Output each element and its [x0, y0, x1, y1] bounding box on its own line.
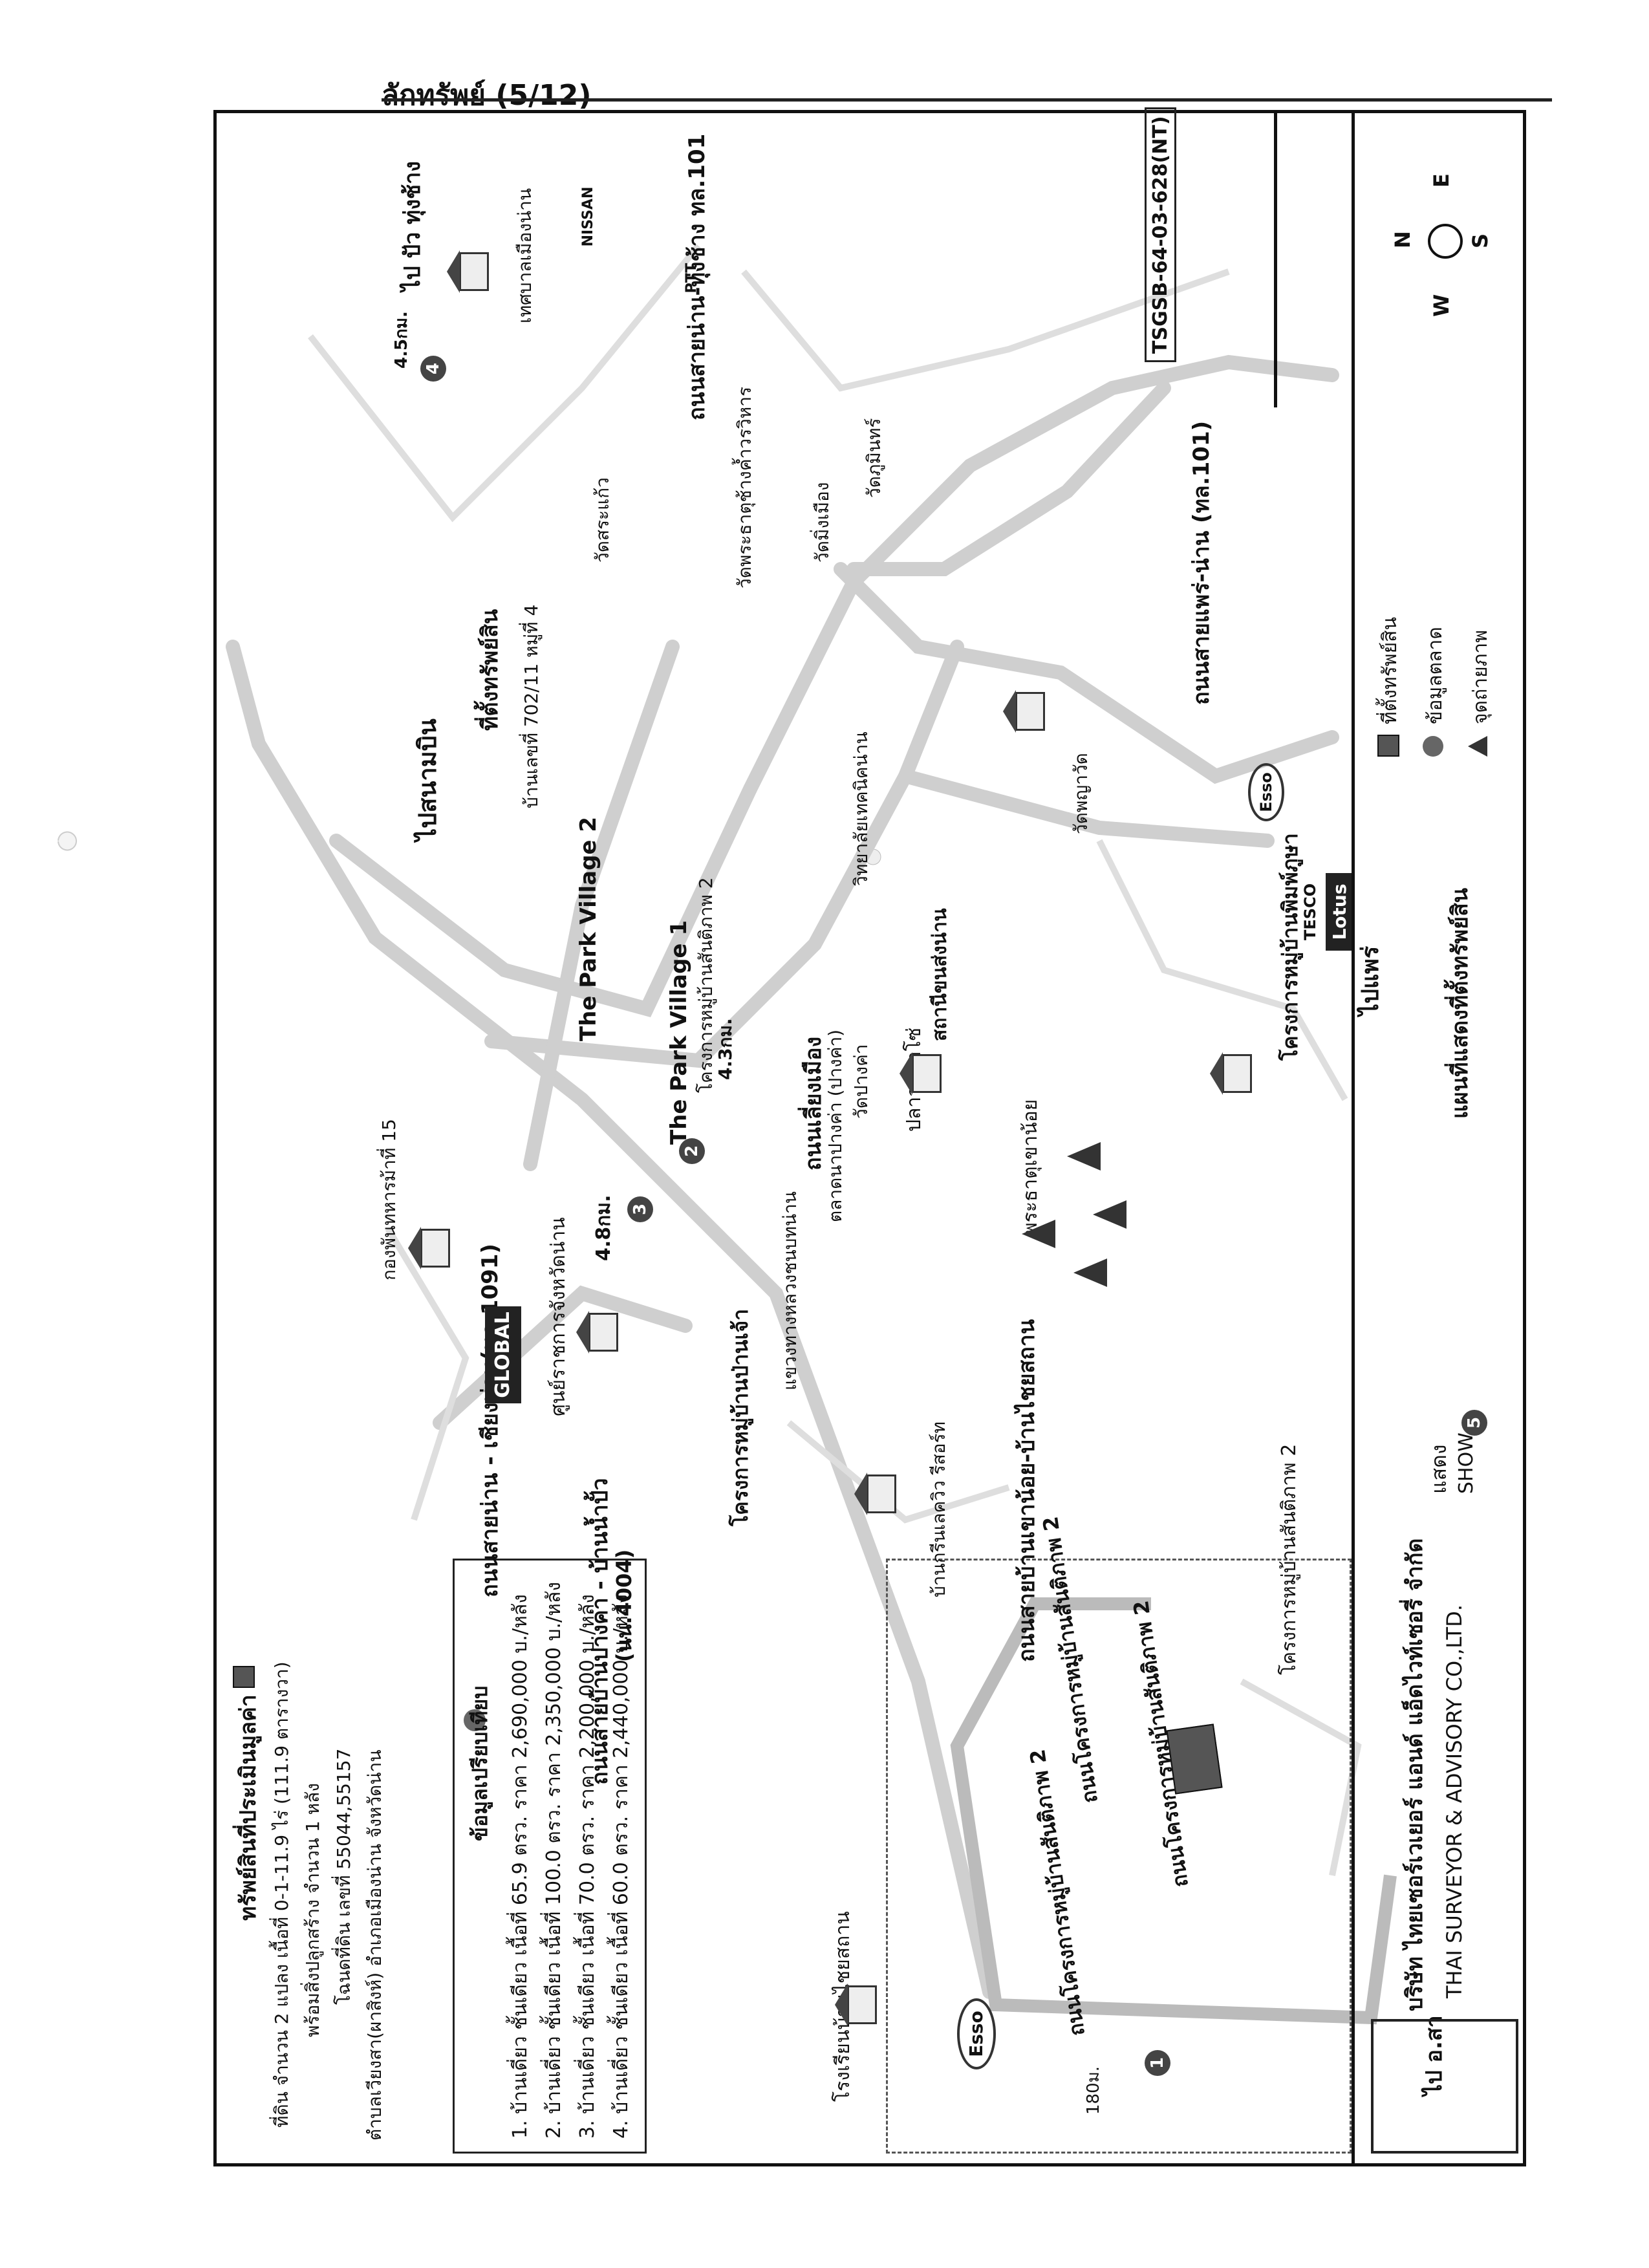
wat-prathat-label: พระธาตุเขาน้อย [1019, 1099, 1042, 1235]
gov-center-label: ศูนย์ราชการจังหวัดน่าน [547, 1217, 570, 1416]
subject-legend: ทรัพย์สินที่ประเมินมูลค่า ที่ดิน จำนวน 2… [226, 1661, 472, 2154]
tree-icon [1093, 1200, 1126, 1229]
subject-line-1: ที่ดิน จำนวน 2 แปลง เนื้อที่ 0-1-11.9 ไร… [271, 1661, 292, 2128]
road-code-label: (นน.4004) [612, 1549, 636, 1662]
station-label: สถานีขนส่งน่าน [929, 908, 951, 1041]
header-rule [382, 98, 1552, 102]
nissan-logo: NISSAN [580, 186, 596, 247]
chiangmuan-road-label: ถนนสายน่าน - เชียงม่วน(ทล 1091) [477, 1244, 503, 1597]
compass-n: N [1390, 231, 1415, 248]
doc-code: TSGSB-64-03-628(NT) [1145, 107, 1176, 362]
compass-e: E [1429, 173, 1454, 188]
show-label-en: SHOW [1455, 1432, 1478, 1494]
inset-project-label: โครงการหมู่บ้านสันติภาพ 2 [1278, 1443, 1300, 1675]
tree-icon [1067, 1142, 1101, 1171]
site-legend-icon [1377, 735, 1399, 757]
talad-label: ตลาดนาปางค่า (ปางค่า) [824, 1029, 846, 1222]
subject-plot [1166, 1723, 1223, 1795]
esso-logo: Esso [957, 1998, 996, 2069]
subject-line-2: พร้อมสิ่งปลูกสร้าง จำนวน 1 หลัง [302, 1783, 323, 2037]
legend-photo: จุดถ่ายภาพ [1469, 629, 1492, 724]
compass-rose-icon [1428, 224, 1463, 259]
comparison-row-1: 1. บ้านเดี่ยว ชั้นเดียว เนื้อที่ 65.9 ตร… [509, 1594, 532, 2139]
resort-building-icon [867, 1474, 896, 1513]
map-title: แผนที่แสดงที่ตั้งทรัพย์สิน [1447, 888, 1473, 1119]
lotus-logo: Lotus [1326, 873, 1354, 951]
company-logo [1371, 2019, 1518, 2154]
resort-label: บ้านกรีนเลควิว รีสอร์ท [928, 1421, 949, 1597]
khao-noi-road-label: ถนนสายบ้านเขาน้อย-บ้านไชยสถาน [1014, 1319, 1040, 1662]
subject-line-4: ตำบลเวียงสา(ผาสิงห์) อำเภอเมืองน่าน จังห… [364, 1749, 385, 2141]
wat-ming-label: วัดมิ่งเมือง [812, 482, 833, 563]
panel-divider [1352, 110, 1355, 2166]
esso-logo-2: Esso [1248, 763, 1284, 821]
show-label-th: แสดง [1427, 1444, 1451, 1494]
wat-phumin-label: วัดภูมินทร์ [863, 418, 885, 498]
page-header-title: ลักทรัพย์ (5/12) [382, 79, 592, 112]
compass: N E S W [1390, 149, 1494, 330]
highway-dept-label: แขวงทางหลวงชนบทน่าน [779, 1191, 801, 1390]
college-label: วิทยาลัยเทคนิคน่าน [850, 731, 872, 886]
gov-building-icon [588, 1313, 618, 1352]
inset-distance: 180ม. [1084, 2066, 1103, 2115]
subject-site-label: ที่ตั้งทรัพย์สิน [477, 609, 503, 731]
ptt-logo: PTT [684, 263, 700, 294]
college-building-icon [1015, 692, 1045, 731]
to-pua-label: ไป ปัว ทุ่งช้าง [400, 161, 426, 291]
marker-5: 5 [1461, 1410, 1487, 1436]
municipal-label: เทศบาลเมืองน่าน [514, 188, 535, 323]
subject-address: บ้านเลขที่ 702/11 หมู่ที่ 4 [521, 604, 542, 808]
marker-4: 4 [420, 356, 446, 382]
park-village-1-label: The Park Village 1 [666, 920, 692, 1145]
park-village-2-label: The Park Village 2 [576, 817, 601, 1041]
to-airport-label: ไปสนามบิน [413, 718, 442, 841]
panel-divider-2 [1274, 110, 1277, 407]
subject-line-3: โฉนดที่ดิน เลขที่ 55044,55157 [333, 1748, 354, 2005]
to-phrae-label: ไปแพร่ [1357, 945, 1384, 1015]
military-label: กองพันทหารม้าที่ 15 [378, 1119, 400, 1280]
military-building-icon [420, 1229, 450, 1268]
marker-3: 3 [627, 1196, 653, 1222]
company-name-en: THAI SURVEYOR & ADVISORY CO.,LTD. [1442, 1604, 1467, 1998]
distance-4-8: 4.8กม. [592, 1194, 615, 1261]
wat-sa-label: วัดสระแก้ว [592, 477, 613, 563]
wat-pangkha-label: วัดปางค่า [850, 1044, 872, 1119]
pangkha-project-label: โครงการหมู่บ้านป่านเจ้า [728, 1308, 753, 1526]
subject-heading: ทรัพย์สินที่ประเมินมูลค่า [235, 1694, 261, 1921]
phrae-nan-road-label: ถนนสายแพร่-น่าน (ทล.101) [1189, 420, 1214, 705]
compass-w: W [1429, 294, 1454, 317]
legend-site: ที่ตั้งทรัพย์สิน [1379, 617, 1401, 724]
tree-icon [1022, 1220, 1055, 1248]
school-building-icon [847, 1985, 877, 2024]
legend-market: ข้อมูลตลาด [1424, 627, 1447, 724]
wat-phaya-label: วัดพญาวัด [1070, 753, 1092, 834]
distance-4-5: 4.5กม. [392, 311, 411, 369]
tree-icon [1073, 1258, 1107, 1287]
tesco-logo: TESCO [1301, 883, 1319, 941]
wat-chang-kham-label: วัดพระธาตุช้างค้ำวรวิหาร [734, 387, 755, 589]
compass-s: S [1468, 233, 1493, 248]
map-legend: ที่ตั้งทรัพย์สิน ข้อมูลตลาด จุดถ่ายภาพ [1371, 420, 1513, 757]
map-sheet: ทรัพย์สินที่ประเมินมูลค่า ที่ดิน จำนวน 2… [213, 107, 1526, 2166]
comparison-heading: ข้อมูลเปรียบเทียบ [468, 1685, 492, 1841]
temple-icon [912, 1054, 942, 1093]
photo-legend-icon [1468, 736, 1487, 757]
comparison-row-2: 2. บ้านเดี่ยว ชั้นเดียว เนื้อที่ 100.0 ต… [543, 1582, 565, 2139]
marker-1: 1 [1145, 2050, 1170, 2076]
village-building-icon [1222, 1054, 1252, 1093]
company-name-th: บริษัท ไทยเซอร์เวเยอร์ แอนด์ แอ็ดไวท์เซอ… [1402, 1538, 1428, 2012]
subject-square-icon [233, 1666, 255, 1688]
market-legend-icon [1423, 736, 1443, 757]
project-2-label: โครงการหมู่บ้านสันติภาพ 2 [695, 877, 717, 1093]
municipal-building-icon [459, 252, 489, 291]
global-logo: GLOBAL [485, 1306, 521, 1403]
marker-2: 2 [679, 1138, 705, 1164]
